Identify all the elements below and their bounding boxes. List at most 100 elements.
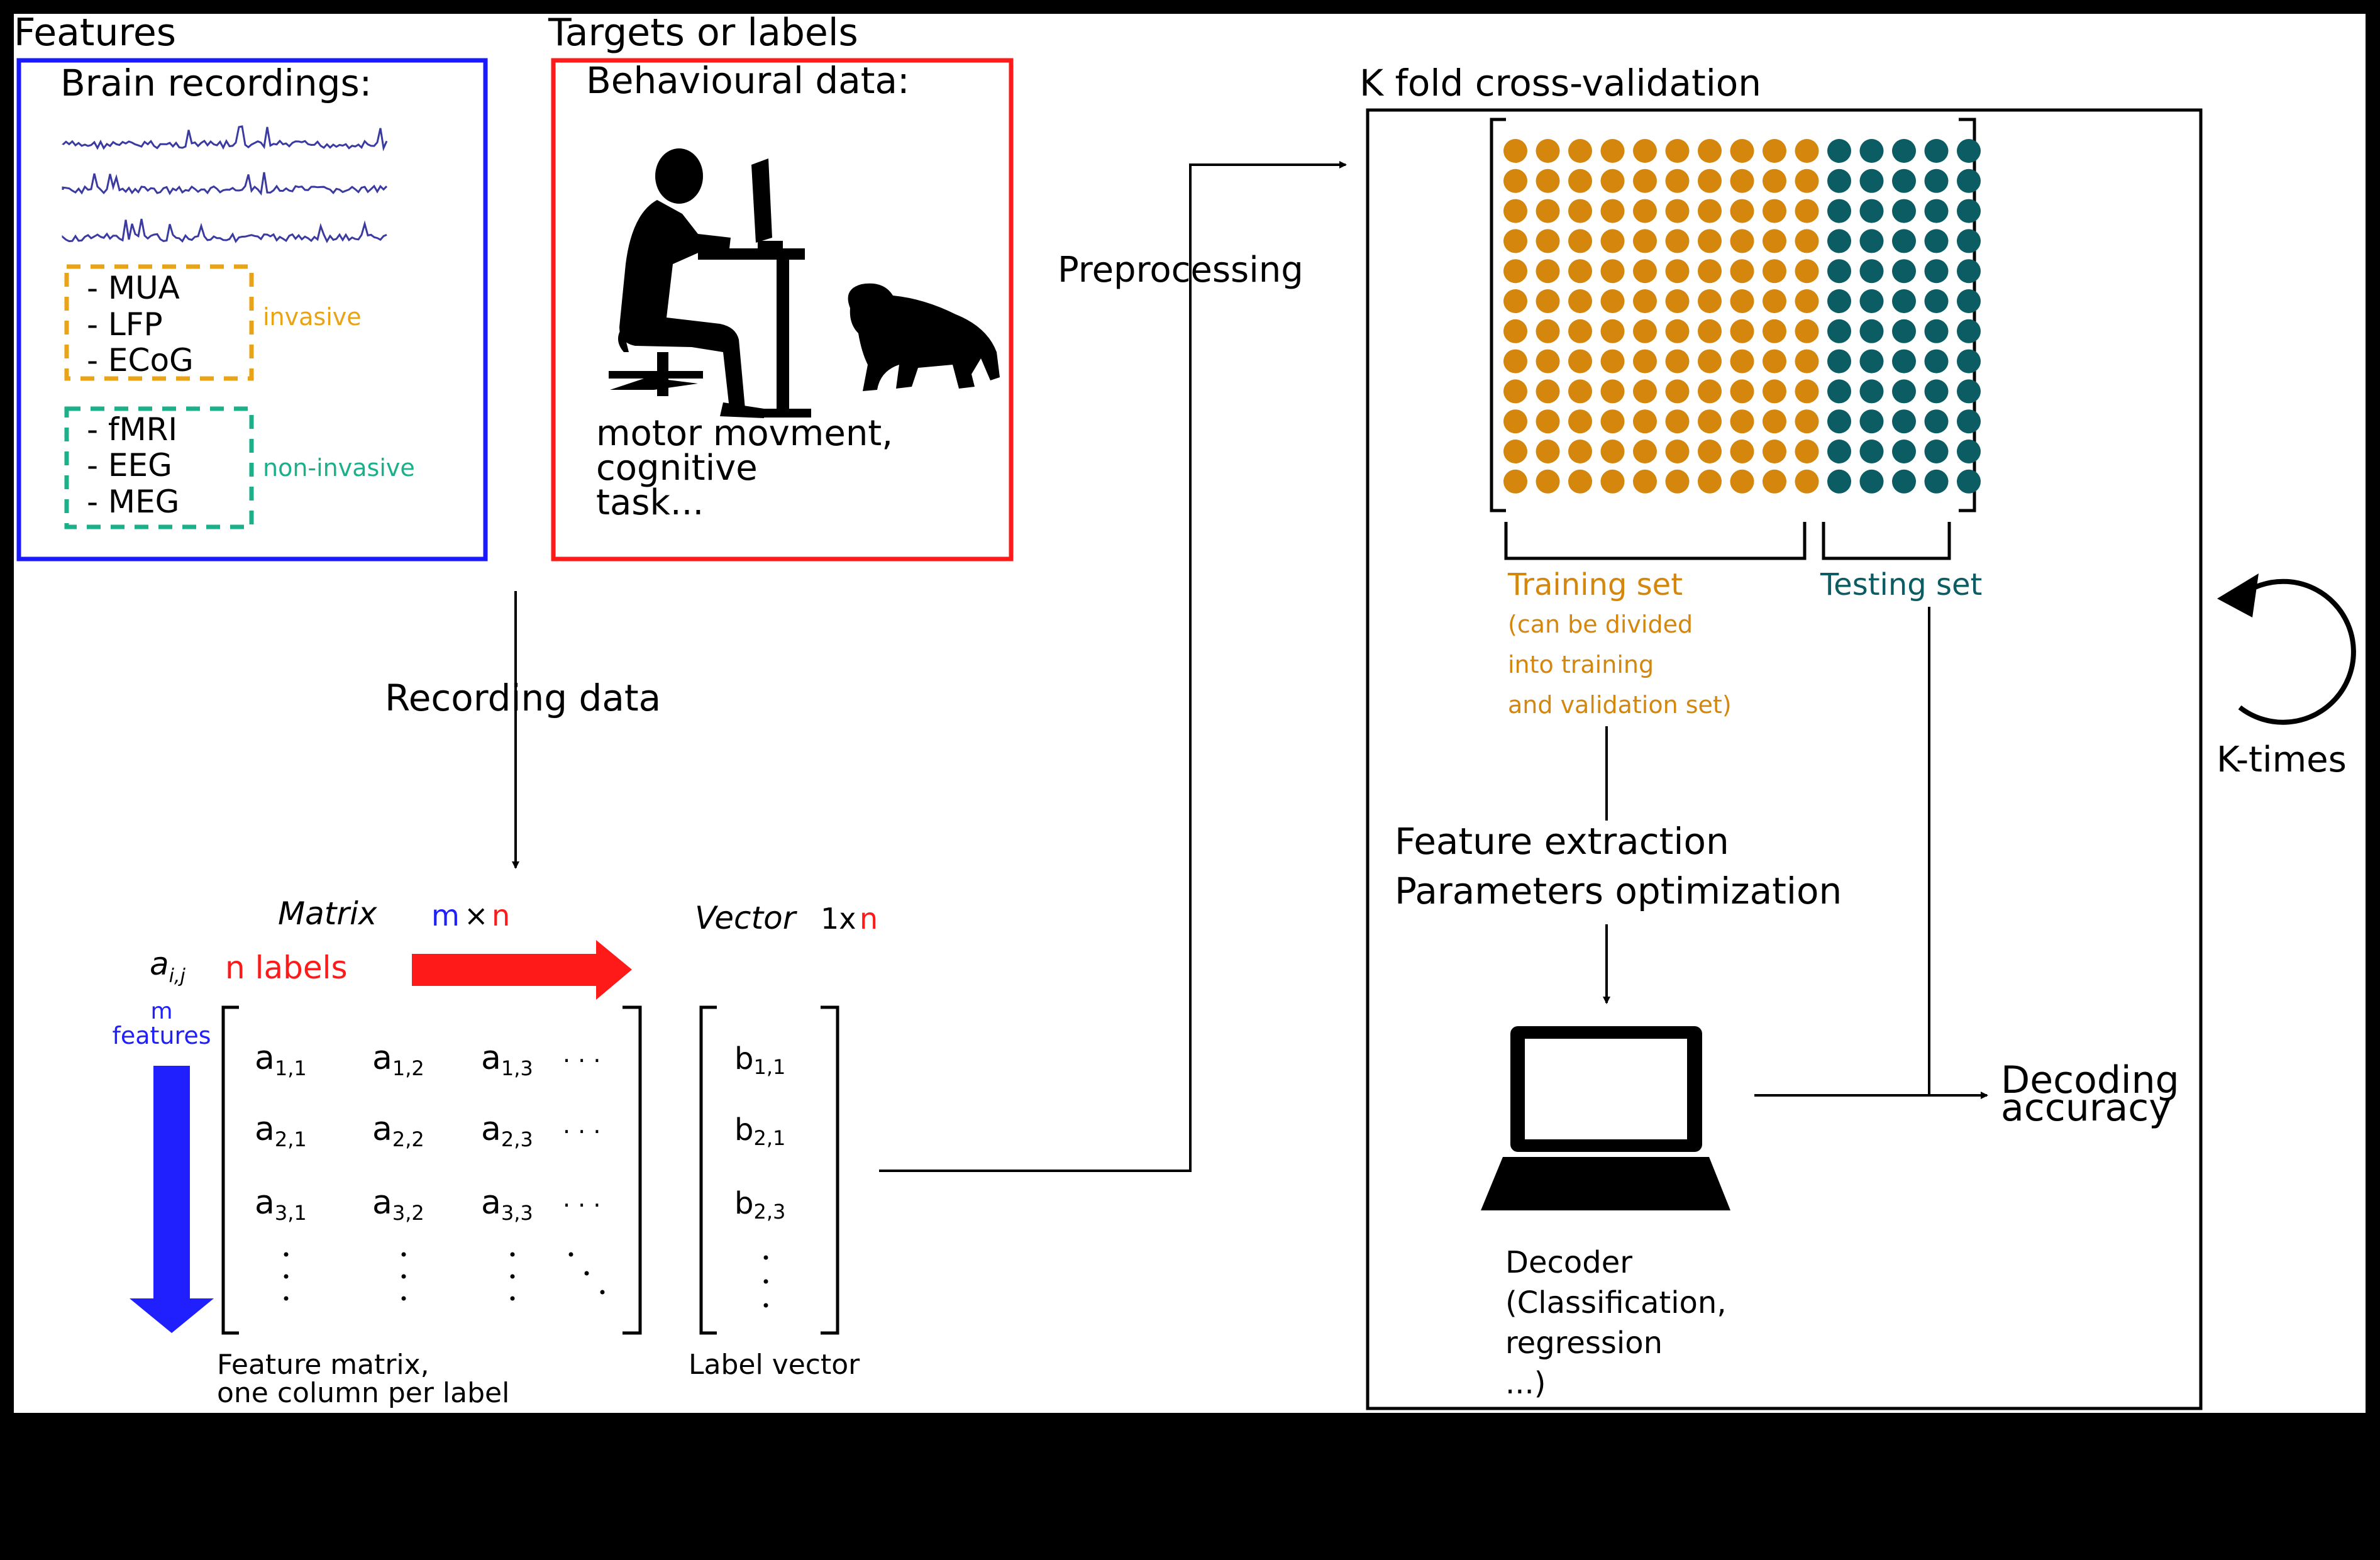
testing-sample-dot xyxy=(1827,199,1851,223)
training-sample-dot xyxy=(1568,229,1592,253)
decoder-line2: (Classification, xyxy=(1505,1285,1727,1320)
matrix-caption-line2: one column per label xyxy=(217,1377,509,1409)
training-sample-dot xyxy=(1633,229,1657,253)
person-at-computer-icon xyxy=(609,148,811,418)
matrix-ddot xyxy=(568,1252,573,1257)
testing-sample-dot xyxy=(1859,349,1884,373)
training-sample-dot xyxy=(1730,259,1754,284)
training-sample-dot xyxy=(1633,379,1657,404)
testing-sample-dot xyxy=(1859,169,1884,193)
matrix-cell-base: a xyxy=(255,1110,275,1148)
preprocessing-label: Preprocessing xyxy=(1058,250,1303,290)
testing-sample-dot xyxy=(1957,259,1981,284)
matrix-cell: a3,2 xyxy=(372,1184,424,1225)
noninvasive-group-box xyxy=(64,406,254,529)
monkey-icon xyxy=(848,283,1000,391)
eeg-trace-1 xyxy=(62,125,388,152)
behaviour-desc-line3: task... xyxy=(596,482,704,523)
training-note-line2: into training xyxy=(1508,651,1654,678)
training-sample-dot xyxy=(1795,199,1819,223)
training-sample-dot xyxy=(1503,229,1527,253)
training-sample-dot xyxy=(1568,169,1592,193)
testing-sample-dot xyxy=(1957,229,1981,253)
repeat-cycle-icon xyxy=(2217,573,2356,725)
training-sample-dot xyxy=(1763,289,1786,313)
dataset-right-bracket xyxy=(1959,118,1976,512)
preprocessing-connector xyxy=(879,161,1347,1172)
vector-vdot xyxy=(763,1279,768,1284)
training-sample-dot xyxy=(1763,469,1786,494)
training-sample-dot xyxy=(1503,440,1527,463)
vector-dim-n: n xyxy=(860,902,878,936)
matrix-vdot xyxy=(284,1274,289,1279)
training-sample-dot xyxy=(1600,199,1625,223)
decoder-line3: regression xyxy=(1505,1325,1663,1361)
testing-sample-dot xyxy=(1859,289,1884,313)
matrix-vdot xyxy=(401,1274,406,1279)
training-sample-dot xyxy=(1698,289,1722,313)
testing-sample-dot xyxy=(1957,349,1981,373)
training-sample-dot xyxy=(1536,469,1560,494)
training-sample-dot xyxy=(1600,349,1625,373)
training-sample-dot xyxy=(1795,469,1819,494)
testing-sample-dot xyxy=(1924,169,1949,193)
testing-sample-dot xyxy=(1827,139,1851,163)
training-sample-dot xyxy=(1730,319,1754,343)
testing-sample-dot xyxy=(1892,349,1916,373)
training-sample-dot xyxy=(1568,469,1592,494)
training-sample-dot xyxy=(1633,169,1657,193)
testing-sample-dot xyxy=(1892,139,1916,163)
recording-data-label: Recording data xyxy=(385,677,661,719)
testing-sample-dot xyxy=(1924,289,1949,313)
matrix-title: Matrix xyxy=(278,895,377,932)
k-times-label: K-times xyxy=(2217,739,2347,780)
testing-sample-dot xyxy=(1892,289,1916,313)
training-sample-dot xyxy=(1665,139,1690,163)
training-sample-dot xyxy=(1536,229,1560,253)
training-sample-dot xyxy=(1568,409,1592,434)
dataset-left-bracket xyxy=(1490,118,1506,512)
matrix-dims: m × n xyxy=(431,899,510,932)
training-sample-dot xyxy=(1763,139,1786,163)
noninvasive-item-eeg: - EEG xyxy=(87,447,172,484)
vector-caption: Label vector xyxy=(689,1349,860,1381)
matrix-cell-base: a xyxy=(481,1184,501,1222)
vector-cells: b1,1b2,1b2,3 xyxy=(734,1041,785,1308)
training-sample-dot xyxy=(1795,409,1819,434)
training-sample-dot xyxy=(1698,259,1722,284)
behaviour-desc-line1: motor movment, xyxy=(596,413,893,454)
training-sample-dot xyxy=(1665,289,1690,313)
matrix-dim-times: × xyxy=(464,899,489,932)
aij-subscript: i,j xyxy=(169,965,186,987)
matrix-cell-base: a xyxy=(255,1039,275,1077)
training-sample-dot xyxy=(1600,289,1625,313)
noninvasive-item-meg: - MEG xyxy=(87,484,179,520)
training-note-line3: and validation set) xyxy=(1508,691,1732,719)
training-sample-dot xyxy=(1698,469,1722,494)
matrix-vdot xyxy=(510,1296,515,1301)
testing-sample-dot xyxy=(1827,349,1851,373)
testing-sample-dot xyxy=(1924,199,1949,223)
training-note-line1: (can be divided xyxy=(1508,611,1693,638)
testing-sample-dot xyxy=(1859,440,1884,463)
training-sample-dot xyxy=(1730,169,1754,193)
brain-traces xyxy=(62,125,388,243)
training-sample-dot xyxy=(1730,409,1754,434)
testing-sample-dot xyxy=(1892,469,1916,494)
matrix-cell: a2,2 xyxy=(372,1110,424,1151)
testing-sample-dot xyxy=(1827,409,1851,434)
training-sample-dot xyxy=(1795,440,1819,463)
training-sample-dot xyxy=(1698,409,1722,434)
training-sample-dot xyxy=(1568,259,1592,284)
training-sample-dot xyxy=(1763,379,1786,404)
training-sample-dot xyxy=(1763,169,1786,193)
training-sample-dot xyxy=(1536,440,1560,463)
vector-cell: b2,3 xyxy=(734,1186,785,1224)
testing-sample-dot xyxy=(1827,289,1851,313)
training-sample-dot xyxy=(1698,379,1722,404)
aij-symbol: ai,j xyxy=(150,946,186,987)
matrix-cell-base: a xyxy=(372,1039,392,1077)
testing-sample-dot xyxy=(1957,469,1981,494)
training-set-label: Training set xyxy=(1507,567,1683,602)
